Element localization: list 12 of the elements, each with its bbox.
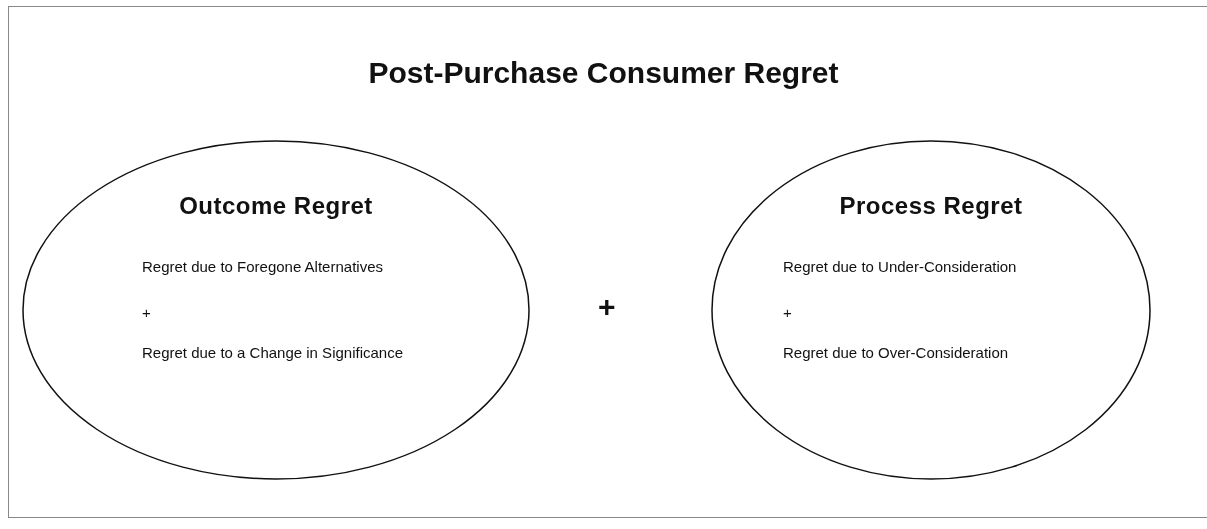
node-text: Regret due to a Change in Significance — [142, 344, 403, 361]
node-heading: Process Regret — [838, 192, 1024, 220]
ellipse-node — [22, 140, 530, 480]
diagram-title: Post-Purchase Consumer Regret — [367, 56, 840, 90]
plus-label: + — [598, 290, 616, 324]
ellipse-node — [711, 140, 1151, 480]
node-text: Regret due to Foregone Alternatives — [142, 258, 383, 275]
node-text: + — [142, 304, 151, 321]
node-text: Regret due to Over-Consideration — [783, 344, 1009, 361]
node-text: + — [783, 304, 792, 321]
node-heading: Outcome Regret — [178, 192, 374, 220]
node-text: Regret due to Under-Consideration — [783, 258, 1017, 275]
